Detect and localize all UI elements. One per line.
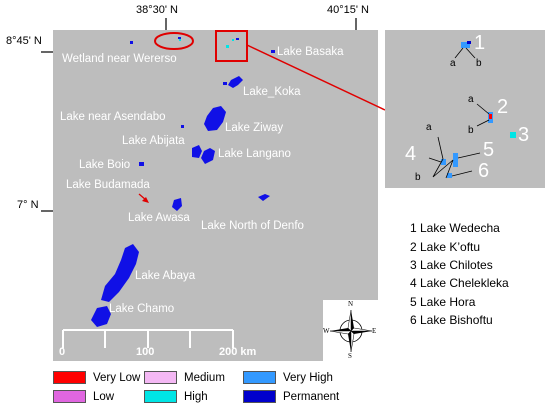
inset-map: 1 2 3 4 5 6 a b a b a b: [385, 30, 545, 188]
legend-very-low: Very Low: [53, 371, 140, 384]
lake-chamo: [91, 306, 111, 327]
inset-letter-2b: b: [468, 125, 474, 136]
lake-boio: [139, 162, 144, 166]
compass-s: S: [348, 352, 352, 360]
compass-rose: N S E W: [323, 300, 378, 361]
coord-top-2: 40°15' N: [327, 4, 369, 16]
lake-koka: [228, 76, 243, 88]
lake-north-of-denfo: [258, 194, 270, 201]
legend-very-high: Very High: [243, 371, 333, 384]
compass-w: W: [323, 327, 330, 335]
lake-list-item-1: 1 Lake Wedecha: [410, 221, 500, 235]
label-wetland-near-wererso: Wetland near Wererso: [62, 53, 177, 65]
legend-label: Permanent: [283, 390, 340, 403]
lake-abijata: [192, 145, 202, 158]
lake-koka-side: [223, 82, 227, 85]
label-lake-chamo: Lake Chamo: [109, 303, 175, 315]
compass-n: N: [348, 300, 354, 308]
legend-label: Very Low: [93, 371, 141, 384]
lakes-layer: [62, 30, 275, 348]
lake-ziway: [204, 106, 226, 131]
legend-swatch: [53, 371, 86, 384]
label-lake-boio: Lake Boio: [79, 159, 131, 171]
basaka-blue: [236, 38, 239, 40]
inset-number-2: 2: [497, 96, 509, 118]
legend-swatch: [53, 390, 86, 403]
basaka-cyan: [232, 39, 234, 41]
inset-number-4: 4: [405, 143, 417, 165]
lake-list-item-2: 2 Lake K’oftu: [410, 240, 481, 254]
label-lake-north-of-denfo: Lake North of Denfo: [201, 220, 304, 232]
lake-basaka: [271, 50, 275, 53]
lake-abaya: [101, 244, 139, 302]
basaka-highlight-box: [215, 30, 248, 62]
wetland-speck: [130, 41, 133, 44]
lake-list-item-6: 6 Lake Bishoftu: [410, 313, 493, 327]
inset-letter-4a: a: [426, 122, 432, 133]
lake-asendabo: [181, 125, 184, 128]
legend-label: High: [184, 390, 208, 403]
wetland-cyan: [179, 39, 181, 41]
inset-letter-1a: a: [450, 58, 456, 69]
legend-label: Low: [93, 390, 115, 403]
legend-low: Low: [53, 390, 114, 403]
budamada-arrowhead: [142, 197, 149, 203]
inset-number-3: 3: [518, 124, 530, 146]
lake-list-item-4: 4 Lake Chelekleka: [410, 276, 509, 290]
legend-label: Medium: [184, 371, 225, 384]
inset-letter-4b: b: [415, 172, 421, 183]
legend-swatch: [243, 390, 276, 403]
lake-list-item-5: 5 Lake Hora: [410, 295, 476, 309]
label-lake-koka: Lake_Koka: [243, 86, 301, 98]
legend-swatch: [243, 371, 276, 384]
scale-bar: [62, 329, 234, 348]
coord-left-1: 8°45' N: [6, 35, 42, 47]
scale-label-200: 200 km: [219, 346, 257, 358]
compass-e: E: [372, 327, 377, 335]
lake-list-item-3: 3 Lake Chilotes: [410, 258, 493, 272]
legend-swatch: [144, 390, 177, 403]
wetland-highlight-ellipse: [154, 32, 194, 50]
label-lake-budamada: Lake Budamada: [66, 179, 150, 191]
inset-letter-2a: a: [468, 94, 474, 105]
lake-awasa: [172, 198, 182, 211]
label-lake-near-asendabo: Lake near Asendabo: [60, 111, 166, 123]
coord-left-2: 7° N: [17, 199, 39, 211]
coord-top-1: 38°30' N: [136, 4, 178, 16]
label-lake-basaka: Lake Basaka: [277, 46, 344, 58]
inset-number-6: 6: [478, 160, 490, 182]
lake-langano: [201, 148, 215, 164]
main-map: Wetland near Wererso Lake Basaka Lake_Ko…: [53, 30, 378, 361]
compass-star-icon: [329, 309, 373, 353]
legend-permanent: Permanent: [243, 390, 339, 403]
inset-number-5: 5: [483, 139, 495, 161]
label-lake-ziway: Lake Ziway: [225, 122, 284, 134]
legend-swatch: [144, 371, 177, 384]
wetland-speck: [178, 37, 181, 39]
inset-lakes: [428, 41, 516, 179]
label-lake-abaya: Lake Abaya: [135, 270, 196, 282]
label-lake-awasa: Lake Awasa: [128, 212, 190, 224]
scale-label-100: 100: [136, 346, 155, 358]
inset-number-1: 1: [474, 32, 486, 54]
inset-letter-1b: b: [476, 58, 482, 69]
scale-label-0: 0: [59, 346, 66, 358]
label-lake-abijata: Lake Abijata: [122, 135, 185, 147]
legend-medium: Medium: [144, 371, 225, 384]
legend-high: High: [144, 390, 208, 403]
legend-label: Very High: [283, 371, 333, 384]
basaka-cyan: [226, 45, 229, 48]
label-lake-langano: Lake Langano: [218, 148, 291, 160]
